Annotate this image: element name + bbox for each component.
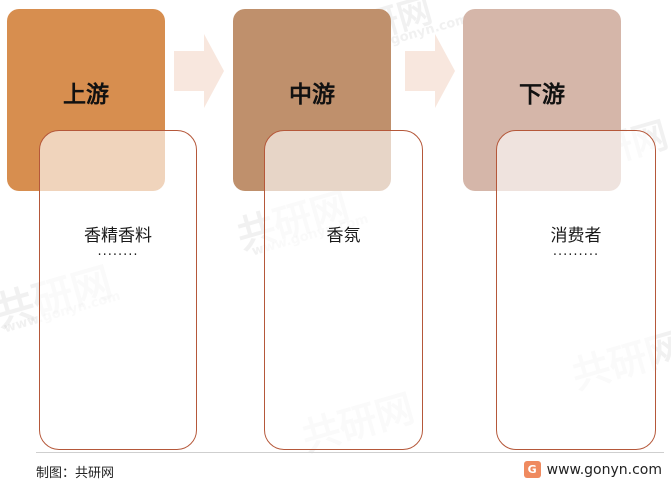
midstream-detail-panel: 香氛 (264, 130, 423, 450)
flow-arrow-icon (405, 34, 455, 108)
website-url: www.gonyn.com (546, 461, 662, 478)
midstream-title: 中游 (289, 82, 335, 108)
upstream-item: 香精香料 (84, 226, 152, 246)
upstream-detail-panel: 香精香料 ........ (39, 130, 197, 450)
downstream-ellipsis: ......... (552, 244, 600, 259)
midstream-item: 香氛 (326, 226, 361, 246)
upstream-ellipsis: ........ (97, 244, 139, 259)
gonyn-logo-icon: G (523, 461, 541, 478)
downstream-detail-panel: 消费者 ......... (496, 130, 656, 450)
downstream-title: 下游 (519, 82, 565, 108)
website-credit: G www.gonyn.com (523, 461, 662, 478)
flow-arrow-icon (174, 34, 224, 108)
downstream-item: 消费者 (550, 226, 602, 246)
footer-divider (36, 452, 664, 453)
source-credit: 制图：共研网 (36, 466, 115, 481)
upstream-title: 上游 (63, 82, 109, 108)
